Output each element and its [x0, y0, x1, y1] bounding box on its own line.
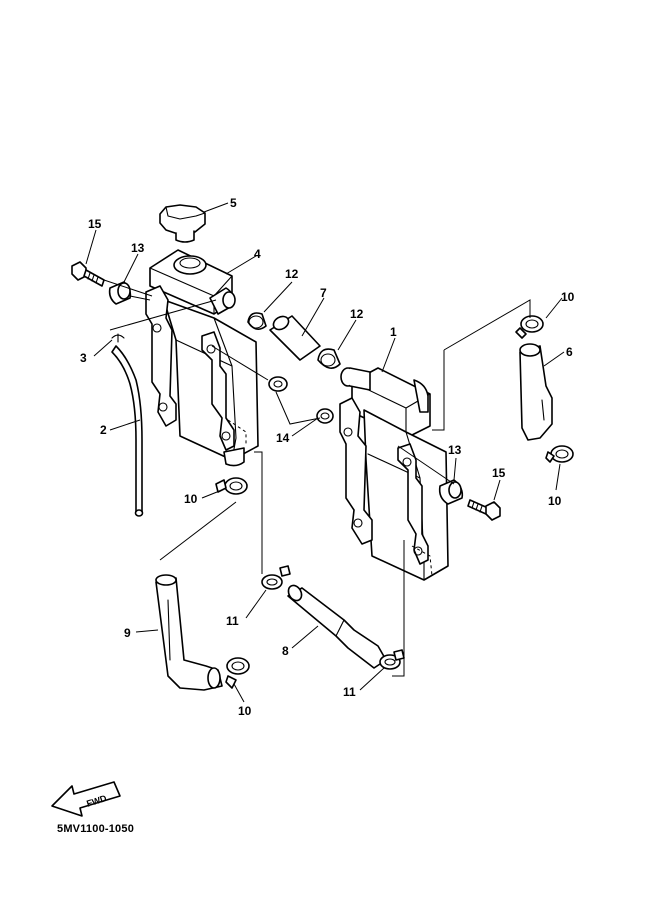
part-10-clamp-hose-6-bottom	[545, 445, 574, 463]
part-13-grommet-left	[108, 281, 132, 305]
part-10-clamp-lower-hose	[225, 657, 250, 689]
callout-4: 4	[254, 247, 261, 261]
part-12-clamp-upper	[247, 312, 267, 330]
callout-1: 1	[390, 325, 397, 339]
document-code: 5MV1100-1050	[57, 823, 135, 835]
callout-11-left: 11	[226, 614, 239, 628]
part-15-bolt-right	[467, 499, 501, 521]
callout-7: 7	[320, 286, 327, 300]
part-5-radiator-cap	[159, 204, 206, 243]
part-10-clamp-left-radiator	[215, 477, 248, 495]
part-7-hose-upper	[269, 315, 321, 361]
part-8-hose-center	[287, 584, 387, 669]
callout-15-upper: 15	[88, 217, 102, 231]
callout-13-upper: 13	[131, 241, 145, 255]
part-2-breather-hose	[111, 345, 144, 517]
part-9-lower-hose	[155, 574, 223, 691]
part-1-right-radiator	[339, 367, 449, 581]
callout-10-middle-left: 10	[184, 492, 198, 506]
callout-10-upper-right: 10	[561, 290, 575, 304]
part-14-collar-right	[316, 408, 334, 424]
callout-14: 14	[276, 431, 290, 445]
callout-6: 6	[566, 345, 573, 359]
callout-15-lower: 15	[492, 466, 506, 480]
callout-13-lower: 13	[448, 443, 462, 457]
forward-direction-arrow: FWD	[51, 781, 121, 817]
part-11-clamp-right	[379, 649, 405, 670]
callout-leaders	[85, 202, 565, 703]
assembly-lines	[103, 279, 531, 677]
part-15-bolt-left	[71, 261, 105, 287]
callout-3: 3	[80, 351, 87, 365]
callout-5: 5	[230, 196, 237, 210]
part-6-hose-right	[519, 343, 553, 441]
part-10-clamp-hose-6-top	[515, 315, 544, 339]
callout-labels: 15 13 5 4 12 7 12 1 10 6 3 2 14 13 15 10…	[80, 196, 575, 718]
callout-9: 9	[124, 626, 131, 640]
callout-2: 2	[100, 423, 107, 437]
callout-10-lower-right: 10	[548, 494, 562, 508]
callout-10-bottom: 10	[238, 704, 252, 718]
callout-12-lower: 12	[350, 307, 364, 321]
part-13-grommet-right	[438, 479, 464, 505]
callout-8: 8	[282, 644, 289, 658]
part-3-hose-clip	[111, 333, 125, 343]
part-4-left-radiator	[145, 249, 259, 467]
part-11-clamp-left	[261, 565, 291, 590]
part-14-collar-left	[268, 376, 288, 392]
callout-12-upper: 12	[285, 267, 299, 281]
callout-11-right: 11	[343, 685, 356, 699]
part-12-clamp-lower	[317, 348, 341, 369]
